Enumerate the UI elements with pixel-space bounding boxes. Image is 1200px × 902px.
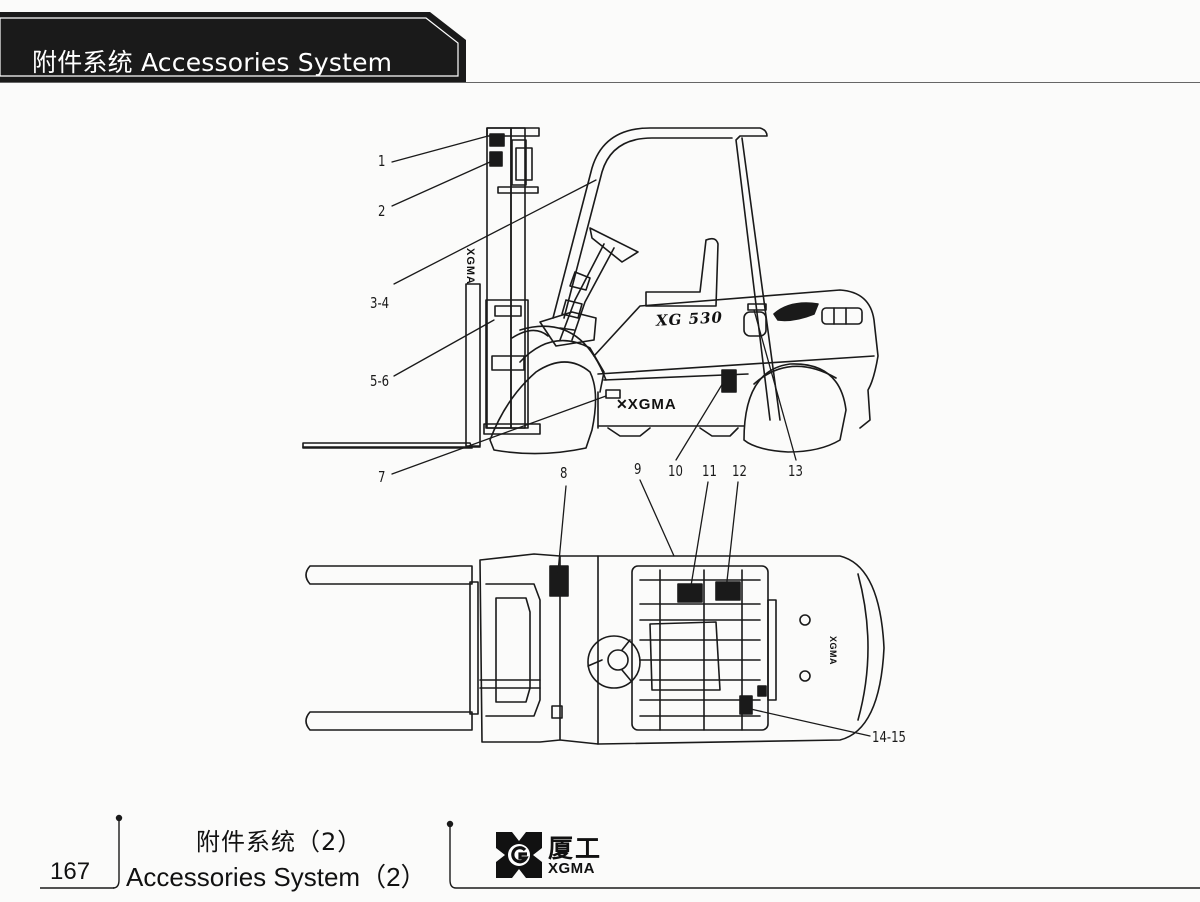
steering-wheel: [589, 227, 639, 263]
mast-top: [479, 553, 561, 743]
fork-top-upper: [305, 565, 473, 585]
mast-brand-text: XGMA: [464, 248, 476, 285]
forklift-top-view: [305, 553, 885, 745]
callout-11: 11: [702, 462, 717, 480]
header-tab-shape: [0, 12, 466, 82]
callout-2: 2: [378, 202, 386, 220]
header-tab: 附件系统 Accessories System: [0, 12, 468, 82]
label-plate-1: [489, 133, 505, 147]
model-text: XG 530: [655, 308, 724, 330]
fork-shank: [465, 283, 481, 447]
counterweight-text: XGMA: [828, 636, 838, 665]
label-plate-12: [715, 581, 741, 601]
label-plate-14-15: [739, 695, 753, 715]
truck-body: [593, 289, 879, 429]
callout-10: 10: [668, 462, 683, 480]
label-plate-11: [677, 583, 703, 603]
callout-9: 9: [634, 460, 642, 478]
page-section-title: 附件系统 Accessories System: [32, 48, 393, 77]
page-number: 167: [50, 858, 91, 885]
callout-1: 1: [378, 152, 386, 170]
brand-name-english: XGMA: [548, 860, 595, 877]
hood-grille: [821, 307, 863, 325]
label-plate-7: [605, 389, 621, 399]
hood-emblem: [773, 302, 819, 322]
label-plate-10: [721, 369, 737, 393]
caption-chinese: 附件系统（2）: [196, 828, 363, 856]
xgma-mark-icon: ✕: [616, 396, 628, 412]
label-plate-13: [747, 303, 767, 311]
rear-wheel: [743, 363, 847, 453]
brand-name-chinese: 厦工: [548, 834, 603, 863]
body-brand-label: XGMA: [627, 396, 677, 413]
label-plate-2: [489, 151, 503, 167]
body-brand-text: ✕XGMA: [616, 396, 677, 414]
front-wheel: [489, 361, 597, 455]
caption-english: Accessories System（2）: [126, 862, 427, 892]
callout-3-4: 3-4: [370, 294, 390, 312]
label-plate-8: [549, 565, 569, 597]
forklift-side-view: [302, 127, 879, 455]
callout-14-15: 14-15: [872, 728, 907, 746]
xgma-logo-icon: [496, 832, 542, 878]
callout-12: 12: [732, 462, 747, 480]
operator-seat: [645, 237, 719, 307]
callout-13: 13: [788, 462, 803, 480]
callout-8: 8: [560, 464, 568, 482]
callout-7: 7: [378, 468, 386, 486]
callout-leaders: [391, 135, 871, 737]
carriage: [485, 299, 529, 429]
fork-top-lower: [305, 711, 473, 731]
steering-wheel-top: [587, 635, 641, 689]
header-rule: [0, 82, 1200, 83]
seat-top: [649, 621, 721, 691]
overhead-guard: [552, 127, 771, 421]
mast-upright: [486, 127, 512, 429]
callout-5-6: 5-6: [370, 372, 390, 390]
body-top: [597, 555, 885, 745]
